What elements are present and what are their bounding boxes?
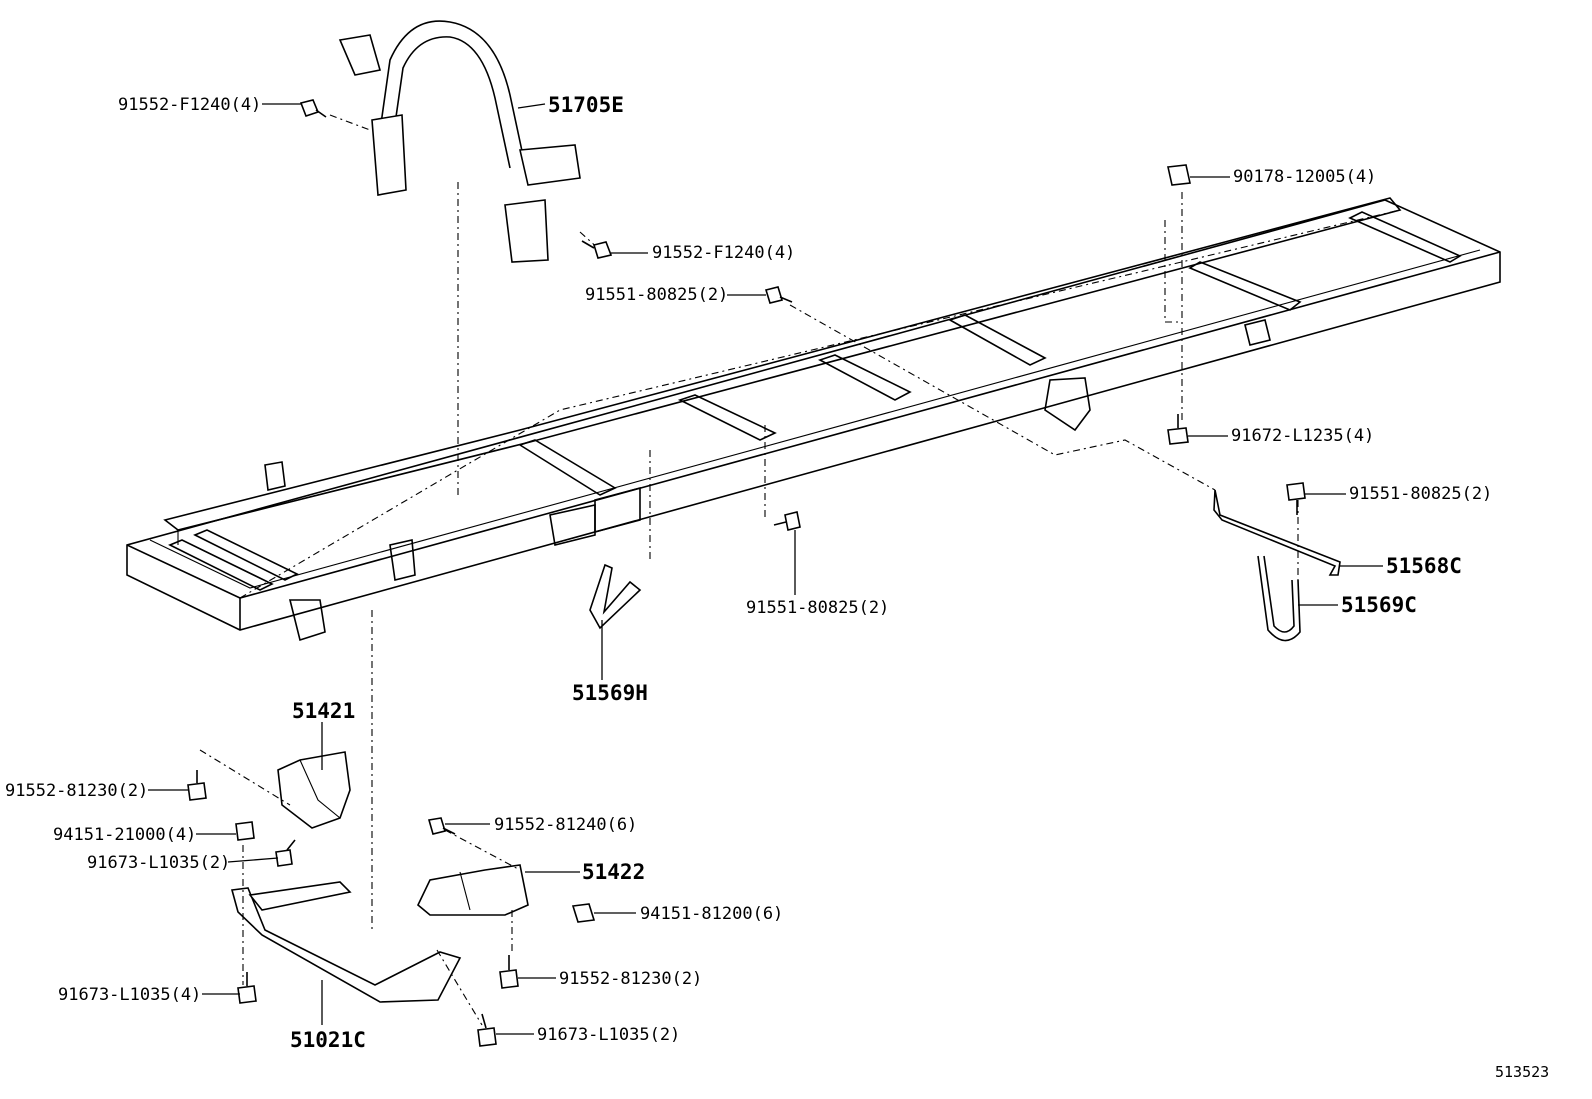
leader-lines [148,103,1383,1035]
callout-91552-f1240: 91552-F1240(4) [118,95,261,115]
callout-51569c: 51569C [1341,593,1417,617]
callout-91552-81240: 91552-81240(6) [494,815,637,835]
relation-lines [199,114,1299,1026]
callout-91551-80825: 91551-80825(2) [1349,484,1492,504]
nut-icon [1167,164,1191,186]
bolt-icon [581,240,613,259]
callout-91551-80825: 91551-80825(2) [746,598,889,618]
callout-90178-12005: 90178-12005(4) [1233,167,1376,187]
bolt-icon [773,511,801,531]
callout-91551-80825: 91551-80825(2) [585,285,728,305]
callout-94151-81200: 94151-81200(6) [640,904,783,924]
callout-91673-l1035: 91673-L1035(4) [58,985,201,1005]
strap-51569h [589,563,642,630]
callout-91672-l1235: 91672-L1235(4) [1231,426,1374,446]
frame-assembly [126,197,1501,642]
callout-91552-f1240: 91552-F1240(4) [652,243,795,263]
bolt-icon [1286,482,1306,515]
crossmember-51021c [230,881,462,1003]
callout-51422: 51422 [582,860,645,884]
bracket-51421 [277,751,351,829]
strap-51569c [1257,555,1301,642]
callout-91552-81230: 91552-81230(2) [559,969,702,989]
bolt-icon [427,817,456,835]
callout-51021c: 51021C [290,1028,366,1052]
callout-91552-81230: 91552-81230(2) [5,781,148,801]
fasteners [187,99,1306,1047]
callout-51705e: 51705E [548,93,624,117]
nut-icon [571,903,596,923]
callout-51569h: 51569H [572,681,648,705]
bracket-51422 [417,864,529,916]
bolt-icon [237,972,257,1004]
callout-51421: 51421 [292,699,355,723]
hoop-51705e [338,20,581,263]
callout-labels: 91552-F1240(4) 51705E 91552-F1240(4) 915… [5,93,1549,1081]
bolt-icon [299,99,327,118]
bolt-icon [499,955,519,989]
bolt-icon [187,770,207,801]
bolt-icon [275,839,296,867]
bolt-icon [764,286,793,304]
bolt-icon [477,1013,497,1047]
callout-51568c: 51568C [1386,554,1462,578]
callout-91673-l1035: 91673-L1035(2) [87,853,230,873]
bolt-icon [1167,414,1189,445]
nut-icon [235,821,255,841]
bracket-51568c [1213,489,1341,576]
image-id: 513523 [1495,1063,1549,1081]
callout-94151-21000: 94151-21000(4) [53,825,196,845]
callout-91673-l1035: 91673-L1035(2) [537,1025,680,1045]
